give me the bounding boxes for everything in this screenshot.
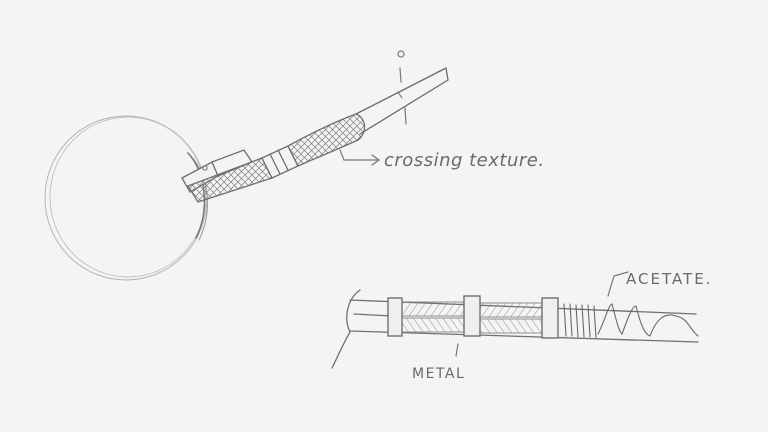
lens-rim xyxy=(44,115,208,281)
glasses-sketch xyxy=(44,50,449,281)
metal-band-1 xyxy=(387,297,403,337)
acetate-section xyxy=(563,303,699,339)
metal-band-2 xyxy=(463,295,481,337)
acetate-label: ACETATE. xyxy=(626,270,713,288)
crossing-arrow xyxy=(339,149,381,166)
metal-band-3 xyxy=(541,297,559,339)
metal-leader xyxy=(455,343,459,357)
acetate-leader xyxy=(607,271,629,297)
hatched-segment-1 xyxy=(401,301,467,333)
temple-arm xyxy=(355,67,449,135)
detail-left-end xyxy=(331,289,361,369)
crossing-texture-label: crossing texture. xyxy=(384,150,545,171)
temple-detail-sketch xyxy=(331,271,699,369)
temple-grip-upper xyxy=(287,113,366,167)
metal-label: METAL xyxy=(412,366,466,382)
reference-marks xyxy=(397,50,407,125)
hatched-segment-2 xyxy=(479,302,543,334)
